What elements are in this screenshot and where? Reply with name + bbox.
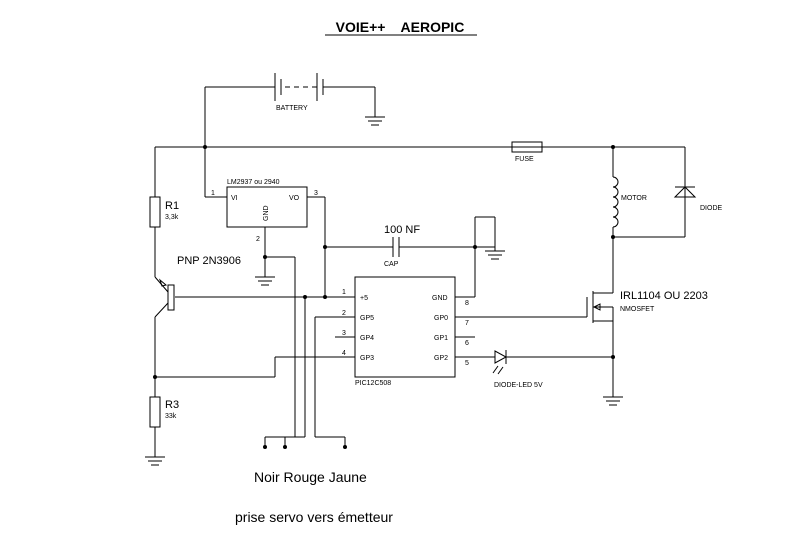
capacitor-ground-symbol (485, 250, 505, 260)
pic-pin-name: GP3 (360, 355, 374, 362)
pic-pin-name: GP4 (360, 335, 374, 342)
motor-label: MOTOR (621, 195, 647, 202)
regulator-pin3: 3 (314, 190, 318, 197)
pic-pin-name: GP2 (434, 355, 448, 362)
pic-pin-num: 2 (342, 310, 346, 317)
mosfet-type: NMOSFET (620, 306, 655, 313)
mosfet-name: IRL1104 OU 2203 (620, 290, 708, 302)
pic-pin-num: 7 (465, 320, 469, 327)
pic-pin-name: GP0 (434, 315, 448, 322)
r1-name: R1 (165, 200, 179, 212)
servo-pin-yellow (343, 445, 347, 449)
regulator-pin1: 1 (211, 190, 215, 197)
pic-pin-name: +5 (360, 295, 368, 302)
pic-pin-num: 3 (342, 330, 346, 337)
pic-name: PIC12C508 (355, 380, 391, 387)
regulator-name: LM2937 ou 2940 (227, 179, 280, 186)
pic-pin-num: 6 (465, 340, 469, 347)
r3-value: 33k (165, 413, 177, 420)
battery-ground-symbol (365, 116, 385, 126)
mosfet-ground-symbol (603, 396, 623, 406)
pic-pin-name: GP1 (434, 335, 448, 342)
transistor-label: PNP 2N3906 (177, 255, 241, 267)
r3-name: R3 (165, 399, 179, 411)
resistor-r1 (149, 196, 161, 228)
caption: prise servo vers émetteur (235, 509, 393, 525)
schematic-title: VOIE++ AEROPIC (336, 19, 465, 35)
pic-pin-num: 4 (342, 350, 346, 357)
led-label: DIODE-LED 5V (494, 382, 543, 389)
led-symbol (492, 350, 508, 375)
flyback-diode-symbol (673, 186, 697, 198)
servo-pin-black (263, 445, 267, 449)
servo-pin-red (283, 445, 287, 449)
battery-label: BATTERY (276, 105, 308, 112)
regulator-pin2: 2 (256, 236, 260, 243)
fuse-label: FUSE (515, 156, 534, 163)
regulator-gnd-label: GND (263, 205, 270, 221)
regulator-vo-label: VO (289, 195, 300, 202)
pnp-transistor-symbol (154, 276, 175, 318)
battery-symbol (204, 73, 376, 147)
pic-pin-name: GND (432, 295, 448, 302)
regulator-ground-symbol (255, 276, 275, 286)
junction-dot (323, 295, 327, 299)
capacitor-value: 100 NF (384, 224, 420, 236)
capacitor-label: CAP (384, 261, 399, 268)
pic-pin-num: 1 (342, 289, 346, 296)
motor-coil-symbol (612, 176, 619, 228)
regulator-vi-label: VI (231, 195, 238, 202)
pic-pin-num: 8 (465, 300, 469, 307)
voltage-regulator-box (226, 186, 308, 228)
servo-wire-colors: Noir Rouge Jaune (254, 469, 367, 485)
pic-pin-name: GP5 (360, 315, 374, 322)
r1-value: 3,3k (165, 214, 179, 221)
nmosfet-symbol (586, 291, 614, 323)
resistor-r3 (149, 396, 161, 428)
diode-label: DIODE (700, 205, 723, 212)
pic-chip-box (354, 276, 456, 378)
junction-dot (323, 245, 327, 249)
r3-ground-symbol (145, 456, 165, 466)
pic-pin-num: 5 (465, 360, 469, 367)
